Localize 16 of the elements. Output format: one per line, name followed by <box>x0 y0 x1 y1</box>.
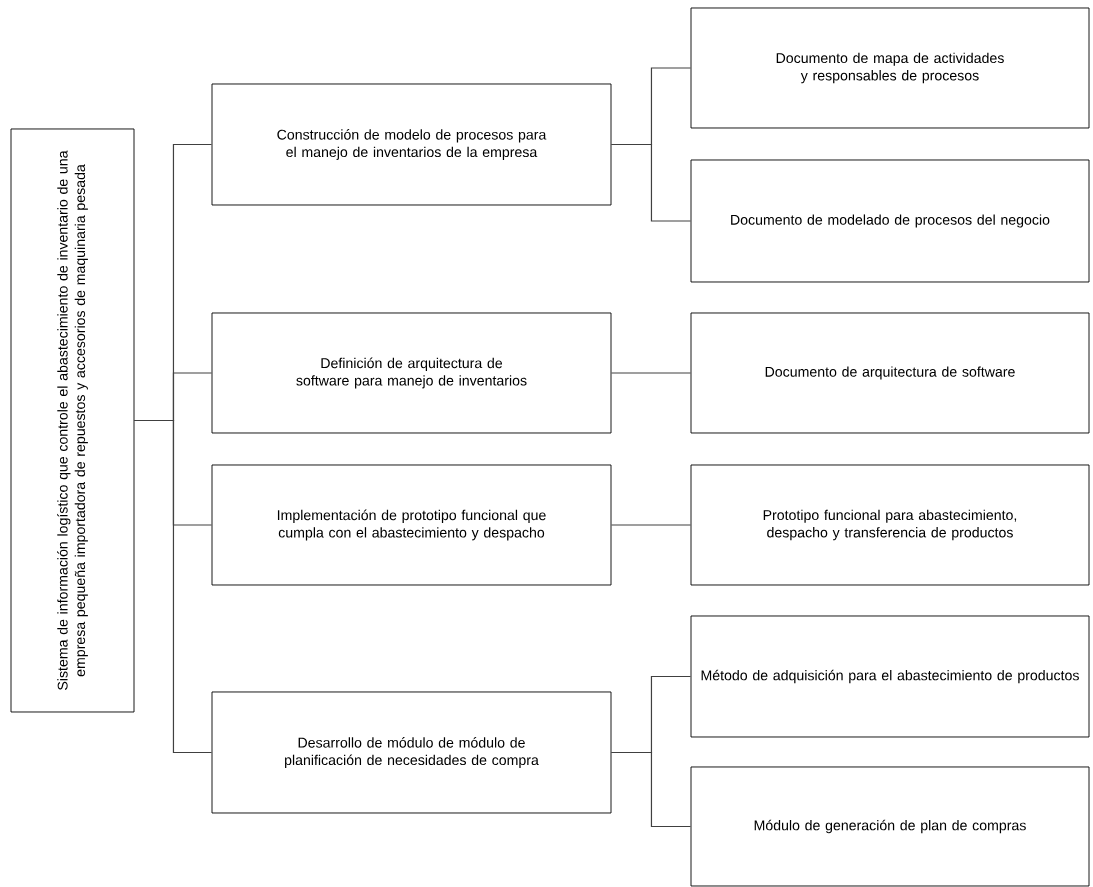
title-box: Sistema de información logístico que controle el abastecimiento de inventario de una empresa pequeña importadora de repuestos y accesorios de maquinaria pesada <box>10 128 135 713</box>
process-box: Método de adquisición para el abastecimiento de productos <box>690 615 1090 738</box>
process-box: Desarrollo de módulo de módulo de planificación de necesidades de compra <box>211 691 612 814</box>
process-box: Documento de modelado de procesos del negocio <box>690 159 1090 283</box>
process-box: Documento de mapa de actividades y responsables de procesos <box>690 7 1090 129</box>
connector-line <box>610 143 692 222</box>
process-box: Prototipo funcional para abastecimiento, despacho y transferencia de productos <box>690 464 1090 586</box>
connector-line <box>133 419 213 754</box>
connector-line <box>610 524 692 526</box>
process-box: Definición de arquitectura de software para manejo de inventarios <box>211 312 612 434</box>
process-box: Construcción de modelo de procesos para el manejo de inventarios de la empresa <box>211 83 612 206</box>
connector-line <box>610 751 692 828</box>
process-box: Módulo de generación de plan de compras <box>690 766 1090 887</box>
process-box: Implementación de prototipo funcional que cumpla con el abastecimiento y despacho <box>211 464 612 586</box>
connector-line <box>610 372 692 374</box>
process-box: Documento de arquitectura de software <box>690 312 1090 434</box>
